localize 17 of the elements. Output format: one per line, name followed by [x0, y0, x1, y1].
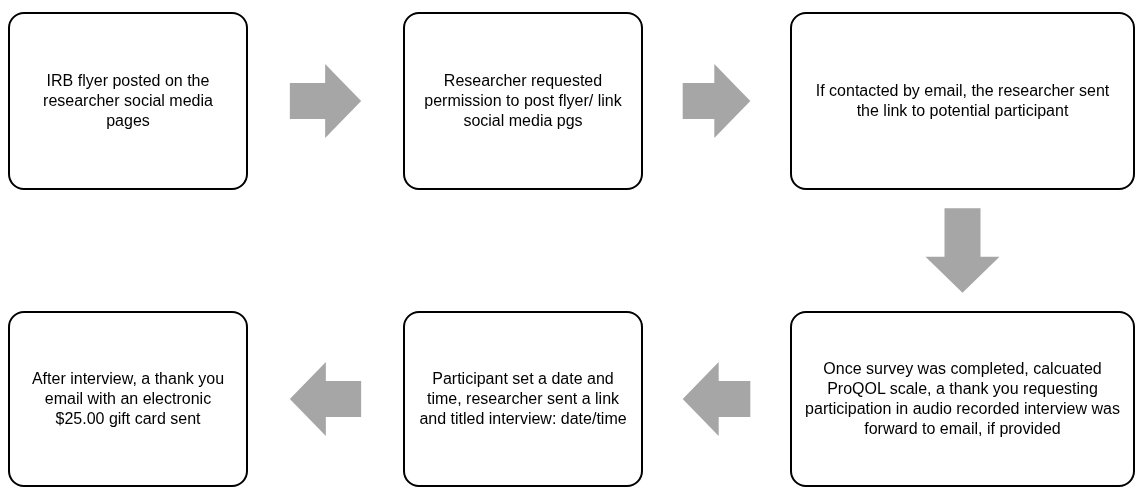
block-arrow: [682, 362, 751, 436]
step-text: Participant set a date and time, researcher sent a link and titled interview: date/time: [418, 369, 628, 429]
process-box: [790, 12, 1135, 190]
step-text: After interview, a thank you email with an electronic $25.00 gift card sent: [30, 369, 226, 429]
process-box: [8, 12, 248, 190]
process-box: [403, 311, 643, 487]
process-box: [403, 12, 643, 190]
block-arrow: [289, 64, 362, 138]
block-arrow: [682, 64, 751, 138]
block-arrow: [925, 208, 1000, 293]
block-arrow: [289, 362, 362, 436]
step-text: If contacted by email, the researcher sent the link to potential participant: [814, 81, 1111, 121]
process-box: [790, 311, 1135, 487]
step-text: IRB flyer posted on the researcher social media pages: [42, 71, 214, 131]
step-text: Researcher requested permission to post flyer/ link social media pgs: [423, 71, 623, 131]
process-box: [8, 311, 248, 487]
step-text: Once survey was completed, calcuated ProQOL scale, a thank you requesting participation in audio recorded interview was forward to email, if provided: [804, 359, 1121, 439]
